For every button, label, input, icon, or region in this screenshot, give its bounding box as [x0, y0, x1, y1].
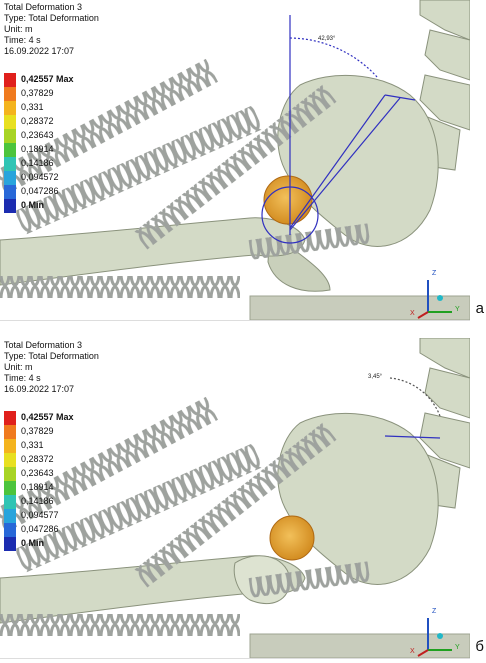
legend-value: 0,094572 [21, 172, 59, 182]
femoral-head-deformation [269, 515, 315, 561]
legend-value: 0,37829 [21, 88, 54, 98]
legend-swatch [4, 87, 16, 101]
legend-value: 0,331 [21, 440, 44, 450]
legend-value: 0,28372 [21, 454, 54, 464]
result-title: Total Deformation 3 [4, 340, 83, 350]
viewport-panel-b[interactable]: Total Deformation 3 Type: Total Deformat… [0, 338, 470, 659]
legend-swatch [4, 73, 16, 87]
ground-block [249, 633, 470, 658]
legend-value: 0,42557 Max [21, 412, 74, 422]
legend-swatch [4, 453, 16, 467]
result-info: Total Deformation 3 Type: Total Deformat… [4, 340, 99, 395]
joint-axis-lines [261, 15, 416, 244]
result-date: 16.09.2022 17:07 [4, 46, 75, 56]
triad-y-label: Y [455, 644, 460, 651]
legend-swatch [4, 411, 16, 425]
legend-value: 0,18914 [21, 482, 54, 492]
panel-label-a: a [475, 300, 484, 317]
result-date: 16.09.2022 17:07 [4, 384, 75, 394]
legend-value: 0,14186 [21, 496, 54, 506]
femoral-head-deformation [263, 175, 313, 225]
model-scene-b[interactable] [0, 338, 470, 658]
joint-axis-lines [384, 377, 441, 439]
legend-swatch [4, 115, 16, 129]
result-unit: Unit: m [4, 24, 33, 34]
legend-swatch [4, 185, 16, 199]
muscle-springs [0, 58, 371, 298]
legend-value: 0,14186 [21, 158, 54, 168]
result-time: Time: 4 s [4, 373, 41, 383]
triad-x-label: X [410, 310, 415, 317]
legend-swatch [4, 481, 16, 495]
legend-value: 0 Min [21, 538, 45, 548]
legend-swatch [4, 439, 16, 453]
legend-swatch [4, 523, 16, 537]
legend-swatch [4, 425, 16, 439]
legend-swatch [4, 495, 16, 509]
legend-swatch [4, 467, 16, 481]
panel-label-b: б [475, 638, 484, 655]
legend-swatch [4, 199, 16, 213]
legend-value: 0,28372 [21, 116, 54, 126]
legend-value: 0,37829 [21, 426, 54, 436]
model-scene-a[interactable] [0, 0, 470, 320]
result-title: Total Deformation 3 [4, 2, 83, 12]
result-time: Time: 4 s [4, 35, 41, 45]
legend-value: 0,047286 [21, 186, 59, 196]
pelvis-bone [277, 74, 439, 247]
legend-value: 0,047286 [21, 524, 59, 534]
legend-swatch [4, 143, 16, 157]
ground-block [249, 295, 470, 320]
legend-swatch [4, 171, 16, 185]
legend-value: 0 Min [21, 200, 45, 210]
legend-value: 0,23643 [21, 130, 54, 140]
angle-label: 3,45° [368, 374, 383, 380]
pelvis-bone [277, 412, 439, 585]
coordinate-triad [417, 618, 452, 657]
legend-swatch [4, 537, 16, 551]
legend-swatch [4, 509, 16, 523]
legend-value: 0,18914 [21, 144, 54, 154]
legend-value: 0,094577 [21, 510, 59, 520]
legend-value: 0,42557 Max [21, 74, 74, 84]
legend-swatch [4, 101, 16, 115]
legend-swatch [4, 129, 16, 143]
viewport-panel-a[interactable]: Total Deformation 3 Type: Total Deformat… [0, 0, 470, 321]
legend-swatch [4, 157, 16, 171]
triad-x-label: X [410, 648, 415, 655]
angle-label: 42,93° [318, 36, 336, 42]
legend-value: 0,23643 [21, 468, 54, 478]
legend-value: 0,331 [21, 102, 44, 112]
result-type: Type: Total Deformation [4, 351, 99, 361]
muscle-springs [0, 396, 371, 636]
result-type: Type: Total Deformation [4, 13, 99, 23]
result-unit: Unit: m [4, 362, 33, 372]
result-info: Total Deformation 3 Type: Total Deformat… [4, 2, 99, 57]
triad-z-label: Z [432, 608, 437, 615]
triad-z-label: Z [432, 270, 437, 277]
triad-y-label: Y [455, 306, 460, 313]
coordinate-triad [417, 280, 452, 319]
